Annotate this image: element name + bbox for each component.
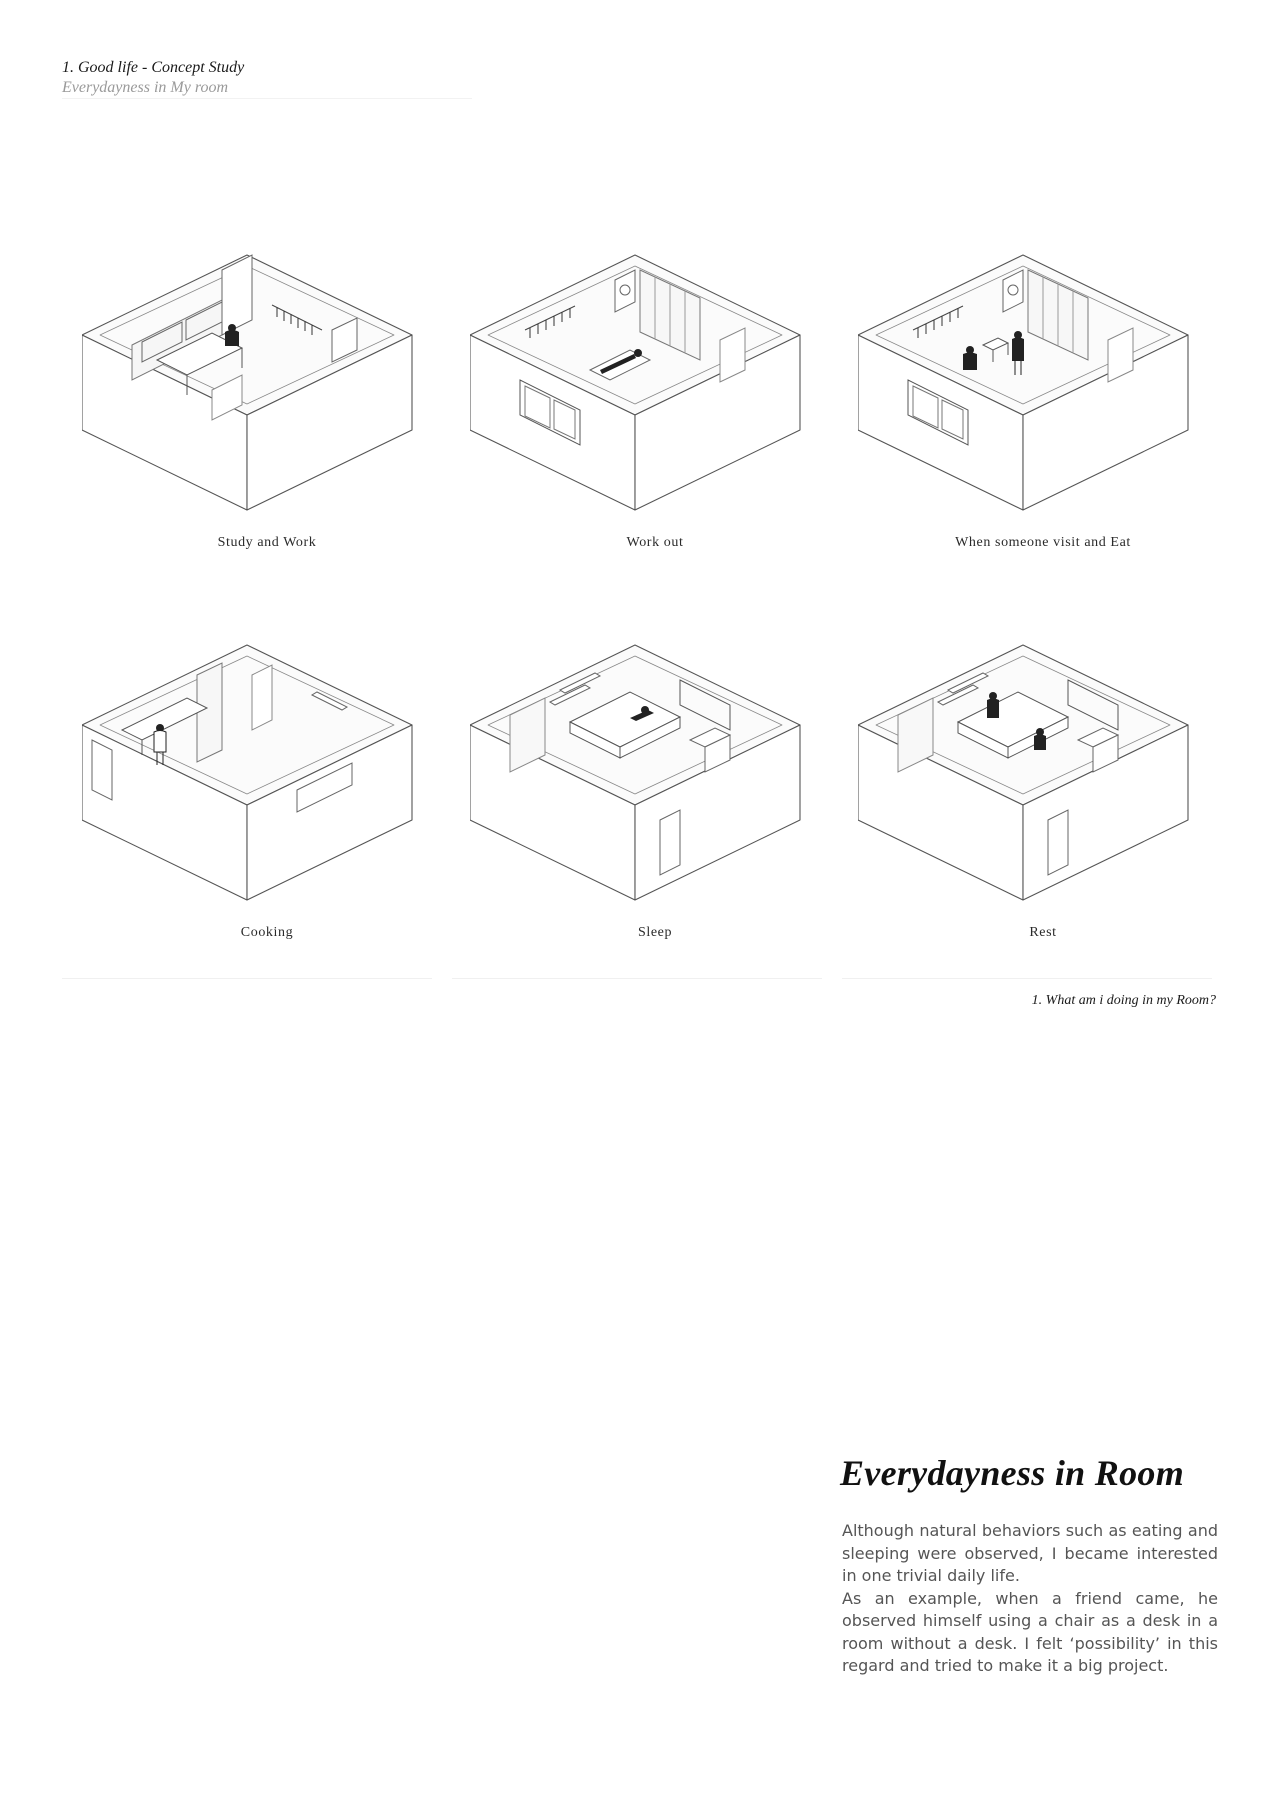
divider	[62, 978, 432, 979]
scene-study-and-work: Study and Work	[82, 250, 452, 610]
essay-paragraph: As an example, when a friend came, he ob…	[842, 1588, 1218, 1676]
room-isometric-drawing	[470, 254, 801, 511]
scene-caption: Sleep	[637, 925, 673, 940]
essay-paragraph: Although natural behaviors such as eatin…	[842, 1521, 1218, 1585]
figure-caption: 1. What am i doing in my Room?	[1031, 993, 1216, 1008]
divider	[452, 978, 822, 979]
scene-caption: Rest	[1029, 925, 1057, 940]
scene-caption: Study and Work	[217, 535, 317, 550]
scene-caption: Cooking	[240, 925, 294, 940]
header-subtitle: Everydayness in My room	[62, 79, 229, 96]
scene-work-out: Work out	[470, 250, 840, 610]
essay-body: Although natural behaviors such as eatin…	[842, 1520, 1218, 1678]
essay-title: Everydayness in Room	[840, 1453, 1184, 1493]
room-isometric-drawing	[82, 254, 413, 511]
room-isometric-drawing	[470, 644, 801, 901]
room-isometric-drawing	[858, 644, 1189, 901]
divider	[842, 978, 1212, 979]
page-header: 1. Good life - Concept Study Everydaynes…	[62, 58, 244, 98]
room-isometric-drawing	[858, 254, 1189, 511]
scene-rest: Rest	[858, 640, 1228, 1000]
header-title: 1. Good life - Concept Study	[62, 59, 245, 76]
header-divider	[62, 98, 472, 99]
scene-caption: When someone visit and Eat	[955, 535, 1131, 550]
room-isometric-drawing	[82, 644, 413, 901]
scene-visit-and-eat: When someone visit and Eat	[858, 250, 1228, 610]
scene-caption: Work out	[626, 535, 684, 550]
scene-cooking: Cooking	[82, 640, 452, 1000]
scene-sleep: Sleep	[470, 640, 840, 1000]
